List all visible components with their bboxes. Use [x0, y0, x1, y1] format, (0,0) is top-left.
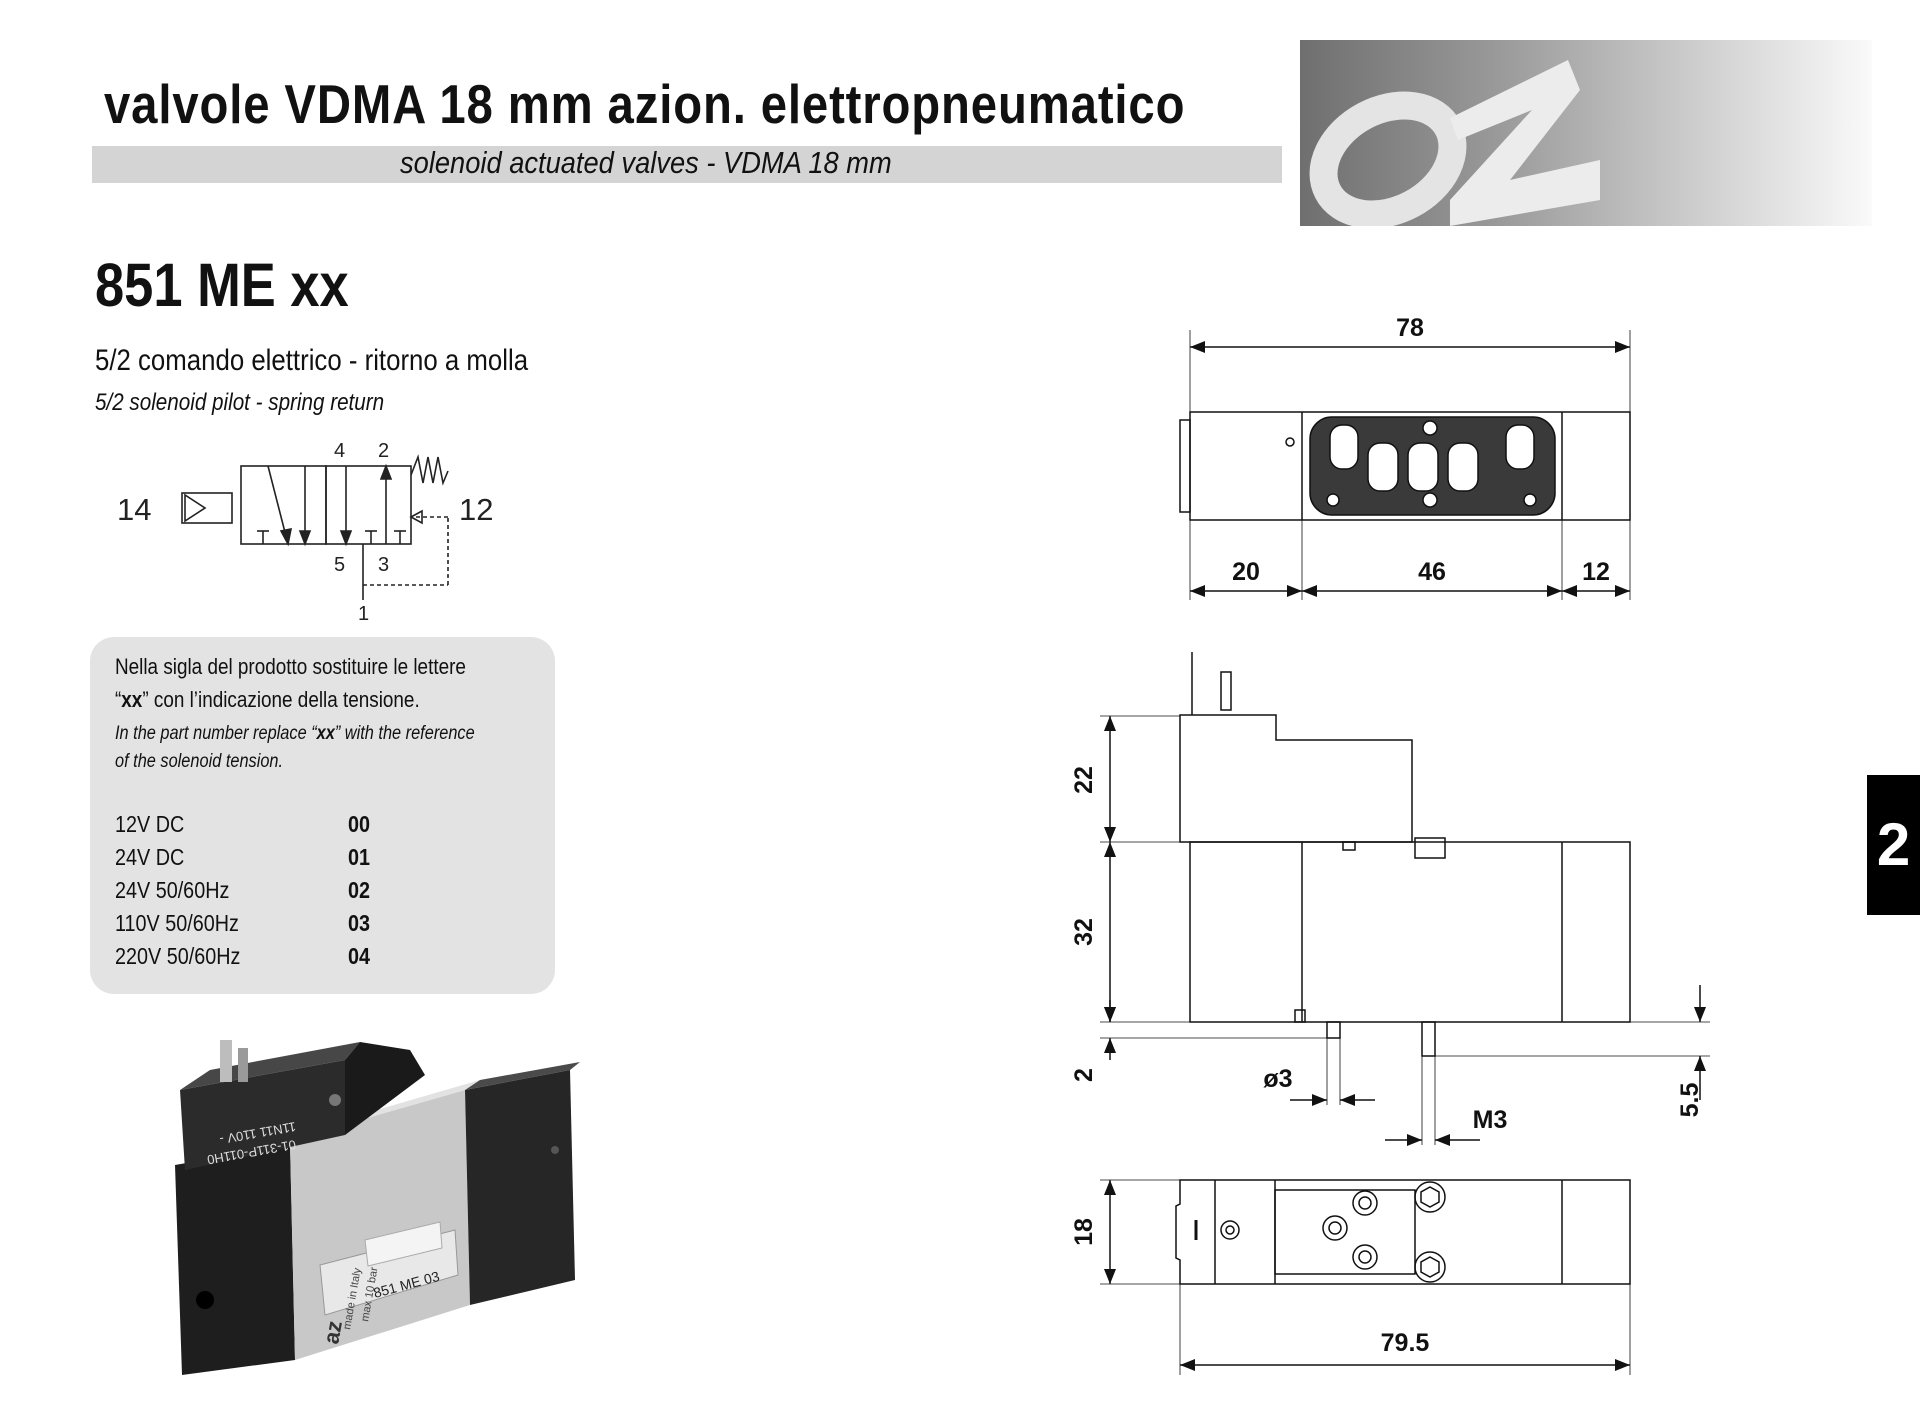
note-it-line2: “xx” con l’indicazione della tensione.	[115, 687, 420, 712]
port-5-label: 5	[334, 554, 345, 576]
product-photo: 01-311P-011H0 11N11 110V - made in Italy…	[175, 1040, 580, 1375]
section-tab: 2	[1867, 775, 1920, 915]
voltage-label: 24V 50/60Hz	[115, 877, 230, 903]
port-1-label: 1	[358, 603, 369, 625]
port-3-label: 3	[378, 554, 389, 576]
product-description-en: 5/2 solenoid pilot - spring return	[95, 389, 385, 416]
port-2-label: 2	[378, 440, 389, 462]
voltage-code: 04	[348, 943, 371, 969]
product-description-it: 5/2 comando elettrico - ritorno a molla	[95, 344, 529, 377]
valve-symbol: 14 4 2 12 5 3 1	[117, 440, 493, 625]
dim-coil-height: 22	[1070, 766, 1098, 794]
voltage-code: 01	[348, 844, 371, 870]
dim-bottom-length: 79.5	[1381, 1329, 1430, 1357]
dim-right-length: 12	[1582, 558, 1610, 586]
photo-logo: az	[318, 1319, 347, 1346]
note-en-line1: In the part number replace “xx” with the…	[115, 723, 475, 744]
voltage-code: 02	[348, 877, 371, 903]
note-box: Nella sigla del prodotto sostituire le l…	[90, 637, 555, 994]
note-en-line2: of the solenoid tension.	[115, 751, 284, 772]
dim-depth: 5.5	[1676, 1083, 1704, 1118]
dim-left-length: 20	[1232, 558, 1260, 586]
subtitle-bar	[92, 146, 1282, 183]
voltage-code: 03	[348, 910, 371, 936]
dim-middle-length: 46	[1418, 558, 1446, 586]
technical-drawing: 78 20 46 12 22 32 2 ø3 M3 5.5 18 79.5	[1070, 314, 1710, 1375]
product-code: 851 ME xx	[95, 251, 349, 319]
note-code: xx	[121, 687, 143, 712]
logo-band: az	[1300, 40, 1872, 229]
page-title: valvole VDMA 18 mm azion. elettropneumat…	[104, 73, 1186, 135]
logo-text: az	[1300, 40, 1302, 41]
note-code-en: xx	[316, 723, 335, 744]
az-logo: az	[1300, 40, 1600, 229]
voltage-code: 00	[348, 811, 371, 837]
dim-overall-length: 78	[1396, 314, 1424, 342]
dim-thread: M3	[1473, 1106, 1508, 1134]
note-it-line1: Nella sigla del prodotto sostituire le l…	[115, 654, 466, 679]
voltage-label: 220V 50/60Hz	[115, 943, 241, 969]
page-subtitle: solenoid actuated valves - VDMA 18 mm	[400, 145, 892, 180]
dim-body-height: 32	[1070, 918, 1098, 946]
port-4-label: 4	[334, 440, 345, 462]
dim-pin-diameter: ø3	[1263, 1065, 1292, 1093]
dim-bottom-width: 18	[1070, 1218, 1098, 1246]
dim-pin-length: 2	[1070, 1068, 1098, 1082]
voltage-label: 12V DC	[115, 811, 185, 837]
voltage-label: 24V DC	[115, 844, 185, 870]
port-12-label: 12	[459, 492, 493, 527]
port-14-label: 14	[117, 492, 151, 527]
voltage-label: 110V 50/60Hz	[115, 910, 239, 936]
